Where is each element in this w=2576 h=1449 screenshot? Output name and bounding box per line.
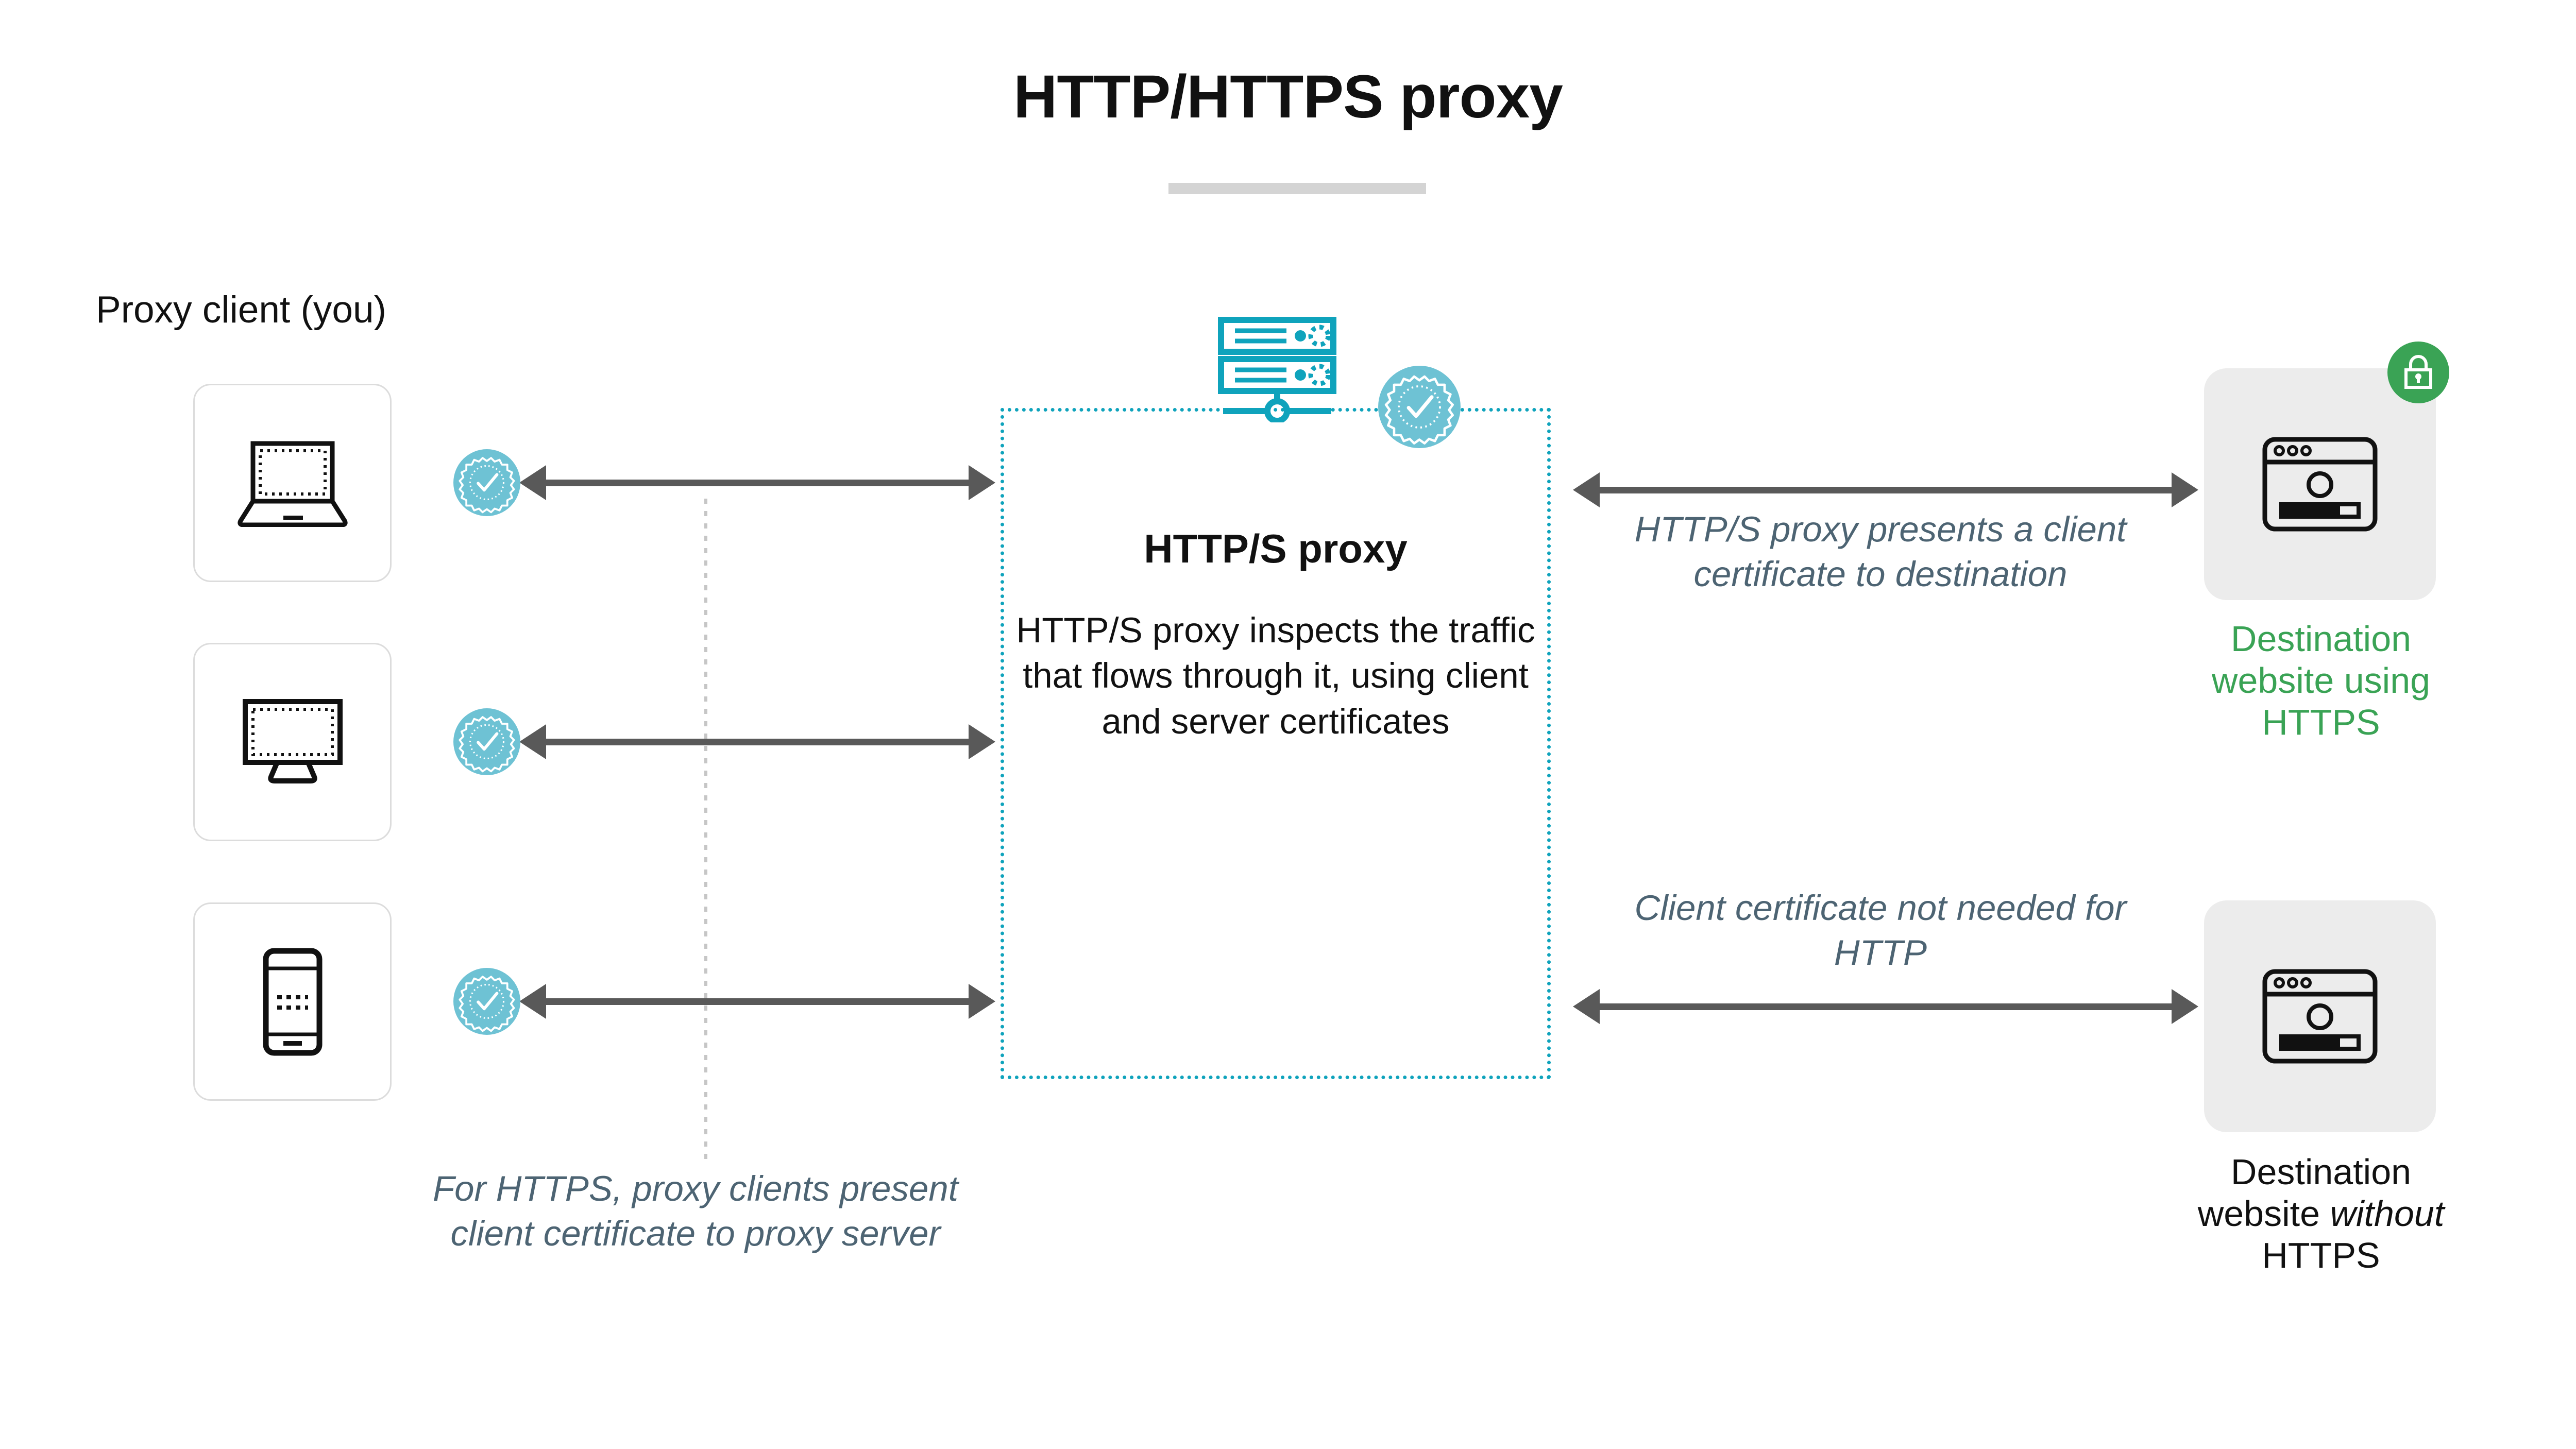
green-lock-badge-icon bbox=[2404, 355, 2432, 389]
proxy-description: HTTP/S proxy inspects the traffic that f… bbox=[1016, 610, 1535, 741]
client-device-card-desktop[interactable] bbox=[193, 643, 392, 841]
smartphone-icon bbox=[263, 948, 322, 1055]
arrow-head-right-phone bbox=[969, 984, 995, 1019]
arrow-head-left-https bbox=[1573, 472, 1600, 507]
arrow-line-proxy-https bbox=[1600, 487, 2172, 493]
arrow-line-client-phone bbox=[546, 998, 969, 1005]
page-title: HTTP/HTTPS proxy bbox=[1013, 63, 1563, 131]
destination-card-http[interactable] bbox=[2204, 900, 2436, 1132]
destination-http-line2-pre: website bbox=[2197, 1194, 2330, 1234]
arrow-line-proxy-http bbox=[1600, 1003, 2172, 1010]
arrow-head-left-phone bbox=[519, 984, 546, 1019]
browser-window-icon bbox=[2262, 969, 2378, 1064]
proxy-dashed-container bbox=[1001, 408, 1551, 1079]
laptop-icon bbox=[237, 441, 348, 527]
arrow-head-right-http bbox=[2172, 989, 2198, 1024]
arrow-head-left-laptop bbox=[519, 465, 546, 500]
destination-label-https: Destination website using HTTPS bbox=[2161, 618, 2481, 744]
certificate-check-badge-icon bbox=[453, 449, 520, 516]
title-underline-rule bbox=[1168, 183, 1426, 194]
arrow-head-left-http bbox=[1573, 989, 1600, 1024]
server-rack-icon bbox=[1212, 317, 1348, 425]
browser-window-icon bbox=[2262, 437, 2378, 532]
arrow-line-client-desktop bbox=[546, 739, 969, 745]
certificate-check-badge-icon bbox=[453, 968, 520, 1035]
destination-http-line2-italic: without bbox=[2330, 1194, 2445, 1234]
certificate-badge-desktop bbox=[453, 708, 520, 778]
arrow-head-right-https bbox=[2172, 472, 2198, 507]
destination-http-line1: Destination bbox=[2230, 1152, 2412, 1192]
note-proxy-presents-client-certificate: HTTP/S proxy presents a client certifica… bbox=[1634, 509, 2127, 594]
arrow-head-right-desktop bbox=[969, 724, 995, 759]
certificate-check-badge-icon bbox=[453, 708, 520, 775]
arrow-head-left-desktop bbox=[519, 724, 546, 759]
note-proxy-clients-present-certificate: For HTTPS, proxy clients present client … bbox=[433, 1169, 958, 1253]
certificate-badge-phone bbox=[453, 968, 520, 1037]
proxy-client-section-label: Proxy client (you) bbox=[96, 289, 386, 331]
arrow-head-right-laptop bbox=[969, 465, 995, 500]
destination-label-http: Destination website without HTTPS bbox=[2161, 1151, 2481, 1277]
destination-https-line3: HTTPS bbox=[2262, 702, 2380, 743]
destination-https-line2: website using bbox=[2211, 660, 2431, 701]
arrow-line-client-laptop bbox=[546, 480, 969, 486]
vertical-dotted-guide-line bbox=[704, 499, 707, 1159]
note-client-certificate-not-needed: Client certificate not needed for HTTP bbox=[1634, 888, 2127, 973]
certificate-badge-laptop bbox=[453, 449, 520, 519]
client-device-card-laptop[interactable] bbox=[193, 384, 392, 582]
proxy-certificate-badge bbox=[1378, 366, 1461, 451]
certificate-check-badge-icon bbox=[1378, 366, 1461, 448]
destination-https-line1: Destination bbox=[2230, 619, 2412, 659]
proxy-heading: HTTP/S proxy bbox=[1144, 526, 1408, 571]
destination-http-line3: HTTPS bbox=[2262, 1235, 2380, 1276]
green-lock-badge bbox=[2387, 342, 2449, 403]
client-device-card-phone[interactable] bbox=[193, 902, 392, 1101]
desktop-monitor-icon bbox=[242, 698, 343, 783]
destination-card-https[interactable] bbox=[2204, 368, 2436, 600]
